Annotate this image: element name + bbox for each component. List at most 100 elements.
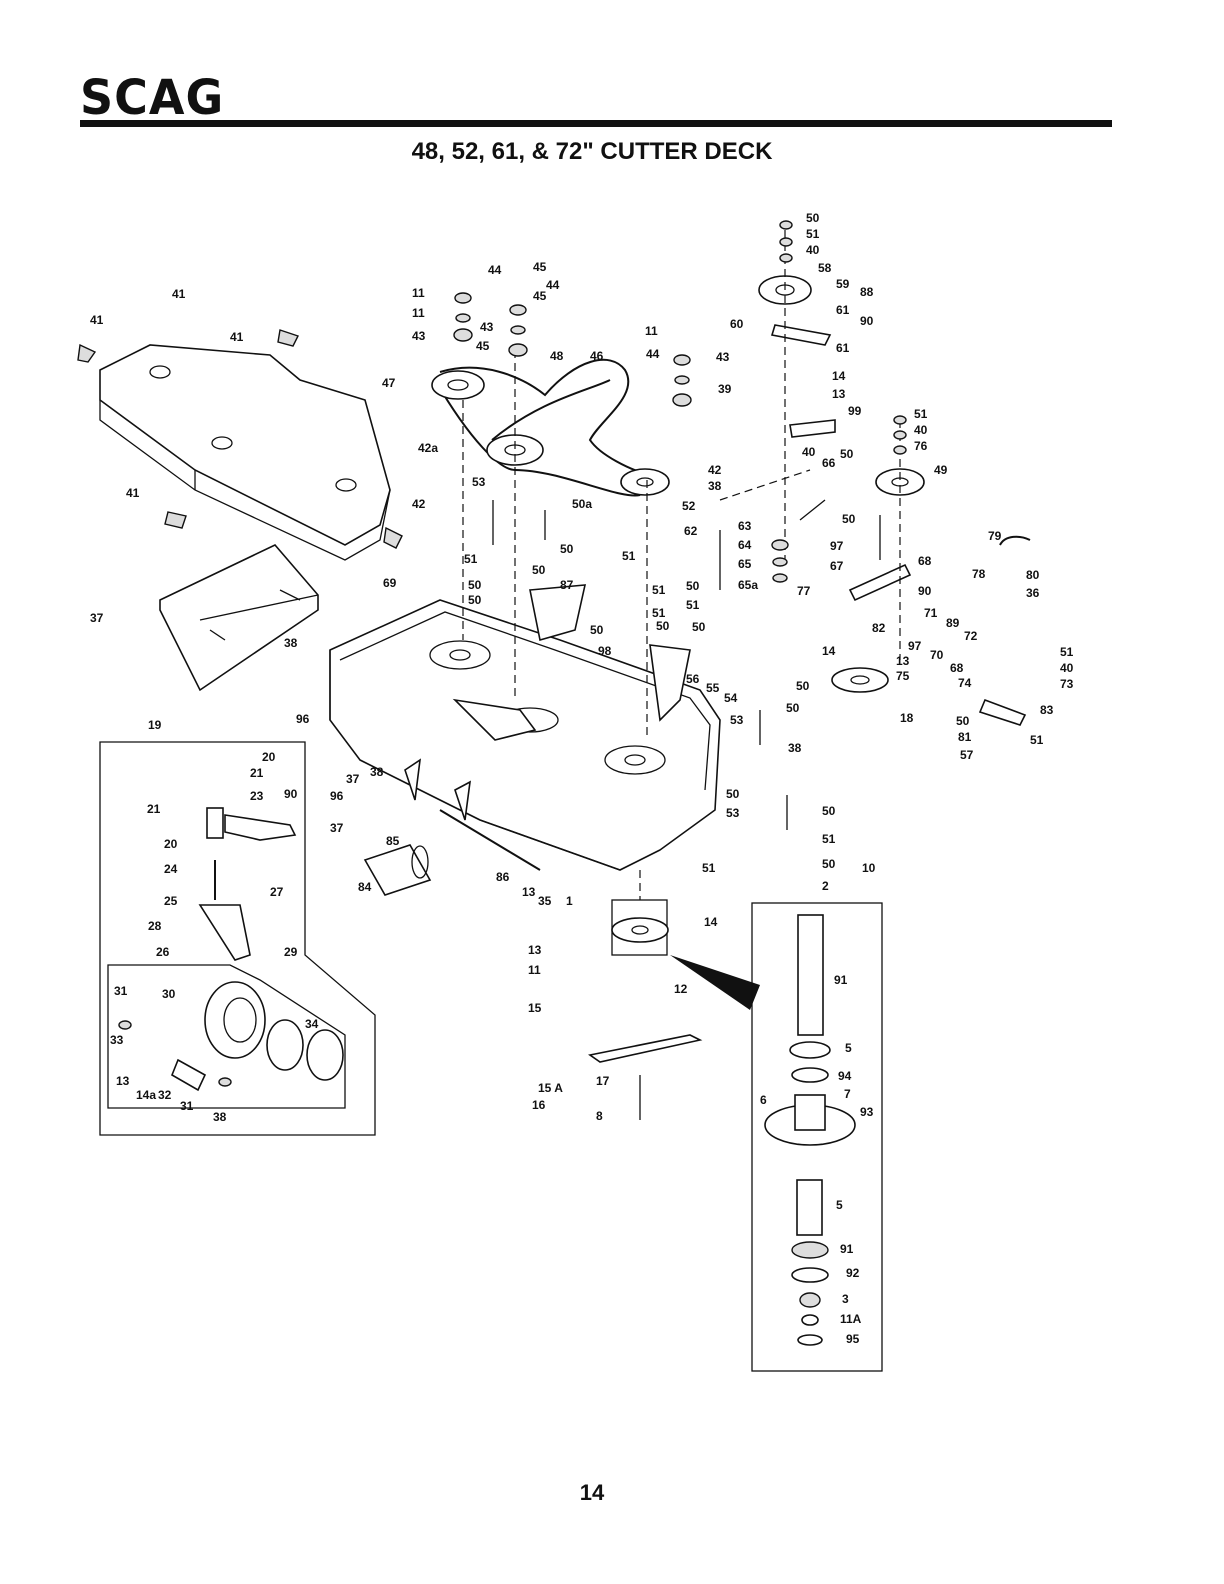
callout-45: 45 bbox=[476, 339, 490, 353]
callout-1: 1 bbox=[566, 894, 573, 908]
callout-6: 6 bbox=[760, 1093, 767, 1107]
callout-20: 20 bbox=[262, 750, 276, 764]
callout-61: 61 bbox=[836, 303, 850, 317]
callout-16: 16 bbox=[532, 1098, 546, 1112]
callout-11a: 11A bbox=[840, 1312, 862, 1326]
callout-15: 15 bbox=[528, 1001, 542, 1015]
callout-85: 85 bbox=[386, 834, 400, 848]
callout-21: 21 bbox=[147, 802, 161, 816]
callout-21: 21 bbox=[250, 766, 264, 780]
callout-76: 76 bbox=[914, 439, 928, 453]
callout-3: 3 bbox=[842, 1292, 849, 1306]
callout-28: 28 bbox=[148, 919, 162, 933]
callout-50: 50 bbox=[806, 211, 820, 225]
callout-27: 27 bbox=[270, 885, 284, 899]
callout-62: 62 bbox=[684, 524, 698, 538]
callout-53: 53 bbox=[726, 806, 740, 820]
callout-51: 51 bbox=[822, 832, 836, 846]
callout-91: 91 bbox=[840, 1242, 854, 1256]
callout-40: 40 bbox=[1060, 661, 1074, 675]
callout-38: 38 bbox=[370, 765, 384, 779]
cutter-deck bbox=[329, 584, 721, 871]
callout-40: 40 bbox=[802, 445, 816, 459]
callout-5: 5 bbox=[836, 1198, 843, 1212]
callout-14: 14 bbox=[704, 915, 718, 929]
callout-75: 75 bbox=[896, 669, 910, 683]
callout-82: 82 bbox=[872, 621, 886, 635]
callout-52: 52 bbox=[682, 499, 696, 513]
callout-50: 50 bbox=[726, 787, 740, 801]
callout-90: 90 bbox=[284, 787, 298, 801]
callout-50: 50 bbox=[532, 563, 546, 577]
callout-51: 51 bbox=[652, 583, 666, 597]
callout-13: 13 bbox=[832, 387, 846, 401]
callout-34: 34 bbox=[305, 1017, 319, 1031]
callout-54: 54 bbox=[724, 691, 738, 705]
callout-2: 2 bbox=[822, 879, 829, 893]
callout-42a: 42a bbox=[418, 441, 438, 455]
callout-11: 11 bbox=[412, 286, 425, 300]
callout-49: 49 bbox=[934, 463, 948, 477]
callout-88: 88 bbox=[860, 285, 874, 299]
callout-99: 99 bbox=[848, 404, 862, 418]
callout-43: 43 bbox=[480, 320, 494, 334]
callout-15a: 15 A bbox=[538, 1081, 563, 1095]
callout-50: 50 bbox=[840, 447, 854, 461]
callout-33: 33 bbox=[110, 1033, 124, 1047]
callout-93: 93 bbox=[860, 1105, 874, 1119]
callout-41: 41 bbox=[172, 287, 186, 301]
callout-79: 79 bbox=[988, 529, 1002, 543]
callout-51: 51 bbox=[1060, 645, 1074, 659]
callout-50: 50 bbox=[842, 512, 856, 526]
page-number: 14 bbox=[579, 1480, 605, 1505]
callout-96: 96 bbox=[296, 712, 310, 726]
callout-89: 89 bbox=[946, 616, 960, 630]
callout-69: 69 bbox=[383, 576, 397, 590]
callout-41: 41 bbox=[90, 313, 104, 327]
callout-41: 41 bbox=[230, 330, 244, 344]
callout-50: 50 bbox=[686, 579, 700, 593]
caster-wheel-inset bbox=[99, 741, 376, 1136]
callout-51: 51 bbox=[806, 227, 820, 241]
hardware-stacks bbox=[453, 220, 907, 830]
callout-74: 74 bbox=[958, 676, 972, 690]
callout-25: 25 bbox=[164, 894, 178, 908]
callout-65: 65 bbox=[738, 557, 752, 571]
callout-29: 29 bbox=[284, 945, 298, 959]
callout-63: 63 bbox=[738, 519, 752, 533]
callout-31: 31 bbox=[180, 1099, 194, 1113]
callout-39: 39 bbox=[718, 382, 732, 396]
callout-96: 96 bbox=[330, 789, 344, 803]
callout-71: 71 bbox=[924, 606, 938, 620]
callout-51: 51 bbox=[686, 598, 700, 612]
pulleys bbox=[431, 275, 925, 693]
callout-50a: 50a bbox=[572, 497, 592, 511]
callout-8: 8 bbox=[596, 1109, 603, 1123]
callout-58: 58 bbox=[818, 261, 832, 275]
callout-19: 19 bbox=[148, 718, 162, 732]
callout-14: 14 bbox=[822, 644, 836, 658]
callout-68: 68 bbox=[918, 554, 932, 568]
callout-68: 68 bbox=[950, 661, 964, 675]
callout-32: 32 bbox=[158, 1088, 172, 1102]
callout-13: 13 bbox=[896, 654, 910, 668]
callout-77: 77 bbox=[797, 584, 811, 598]
callout-64: 64 bbox=[738, 538, 752, 552]
callout-90: 90 bbox=[860, 314, 874, 328]
callout-38: 38 bbox=[213, 1110, 227, 1124]
callout-43: 43 bbox=[412, 329, 426, 343]
header-rule bbox=[80, 120, 1112, 127]
callout-18: 18 bbox=[900, 711, 914, 725]
callout-50: 50 bbox=[822, 857, 836, 871]
callout-51: 51 bbox=[1030, 733, 1044, 747]
callout-43: 43 bbox=[716, 350, 730, 364]
callout-45: 45 bbox=[533, 289, 547, 303]
callout-20: 20 bbox=[164, 837, 178, 851]
callout-50: 50 bbox=[468, 593, 482, 607]
callout-35: 35 bbox=[538, 894, 552, 908]
deck-cover bbox=[99, 344, 391, 561]
callout-72: 72 bbox=[964, 629, 978, 643]
callout-24: 24 bbox=[164, 862, 178, 876]
callout-50: 50 bbox=[786, 701, 800, 715]
